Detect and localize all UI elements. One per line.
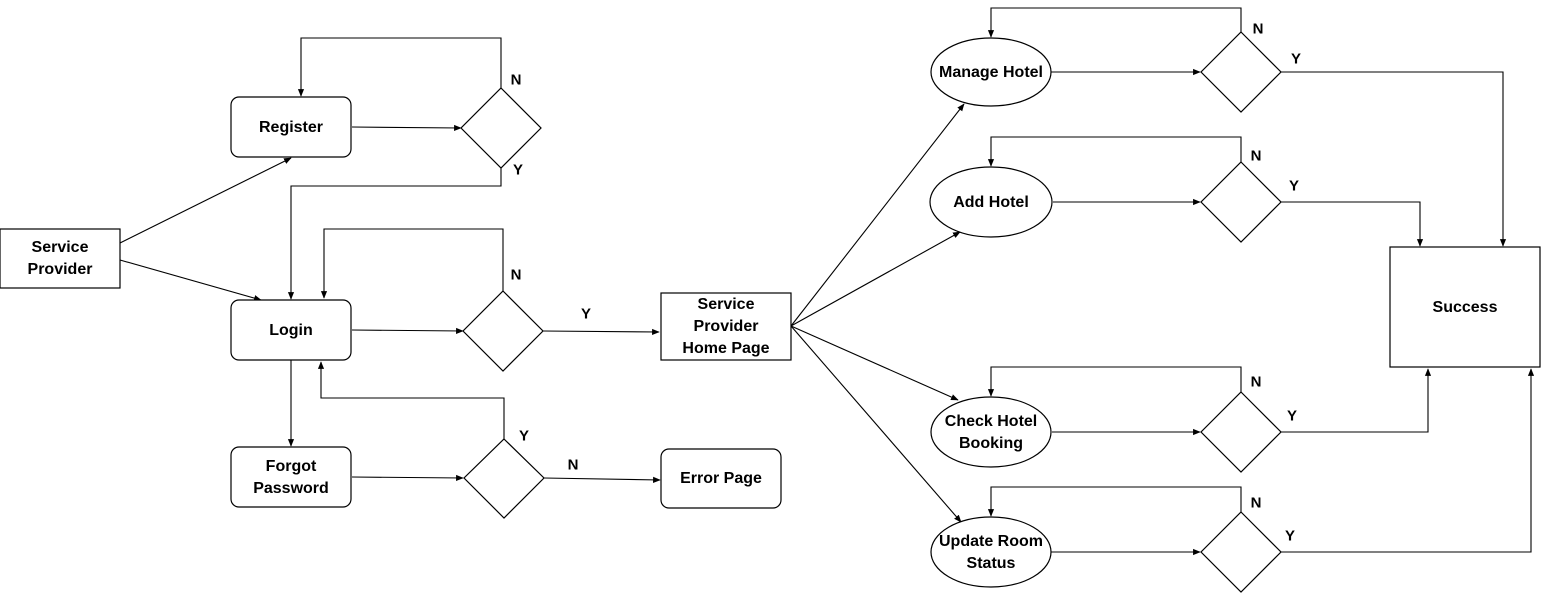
edge-check-y-success xyxy=(1281,368,1432,433)
node-text-line: Service xyxy=(698,296,755,313)
node-text-line: Provider xyxy=(694,318,759,335)
label-register-y: Y xyxy=(513,162,523,179)
edge-register-n-loop xyxy=(297,37,502,97)
label-add-y: Y xyxy=(1289,178,1299,195)
label-register-n: N xyxy=(511,72,522,89)
label-check-n: N xyxy=(1251,374,1262,391)
decision-check xyxy=(1200,391,1282,473)
node-text-line: Status xyxy=(967,555,1016,572)
node-login: Login xyxy=(230,299,352,361)
edge-check-n-loop xyxy=(987,366,1242,397)
node-text-line: Register xyxy=(259,119,323,136)
edge-forgot-y-login xyxy=(317,361,505,439)
node-register-text: Register xyxy=(259,119,323,136)
edge-home-add xyxy=(790,231,961,327)
label-forgot-n: N xyxy=(568,457,579,474)
label-manage-n: N xyxy=(1253,21,1264,38)
node-text-line: Provider xyxy=(28,261,93,278)
node-register: Register xyxy=(230,96,352,158)
node-text-line: Add Hotel xyxy=(953,194,1029,211)
node-text-line: Home Page xyxy=(682,340,769,357)
decision-forgot xyxy=(463,438,545,519)
edges xyxy=(119,7,1535,556)
label-manage-y: Y xyxy=(1291,51,1301,68)
label-update-y: Y xyxy=(1285,528,1295,545)
node-text-line: Forgot xyxy=(266,458,317,475)
edge-update-n-loop xyxy=(987,486,1242,517)
node-error-page: Error Page xyxy=(660,448,782,509)
node-success: Success xyxy=(1389,246,1541,368)
edge-register-decision xyxy=(351,124,462,132)
edge-manage-n-loop xyxy=(987,7,1242,38)
label-update-n: N xyxy=(1251,495,1262,512)
node-text-line: Success xyxy=(1433,299,1498,316)
node-add-hotel: Add Hotel xyxy=(929,166,1053,238)
node-add-hotel-text: Add Hotel xyxy=(953,194,1029,211)
node-text-line: Login xyxy=(269,322,313,339)
node-manage-hotel-text: Manage Hotel xyxy=(939,64,1043,81)
node-manage-hotel: Manage Hotel xyxy=(930,37,1052,107)
edge-provider-register xyxy=(119,157,292,244)
node-error-page-text: Error Page xyxy=(680,470,762,487)
edge-register-y-login xyxy=(287,168,502,300)
edge-add-n-loop xyxy=(987,136,1242,167)
edge-labels: N Y N Y Y N N Y N Y N Y N Y xyxy=(511,21,1301,545)
node-success-text: Success xyxy=(1433,299,1498,316)
edge-home-check xyxy=(790,325,959,401)
node-text-line: Error Page xyxy=(680,470,762,487)
edge-manage-y-success xyxy=(1281,71,1507,247)
label-add-n: N xyxy=(1251,148,1262,165)
edge-update-y-success xyxy=(1281,368,1535,553)
edge-forgot-decision xyxy=(351,474,464,482)
decision-update xyxy=(1200,511,1282,593)
edge-forgot-n-error xyxy=(543,476,661,483)
node-text-line: Update Room xyxy=(939,533,1043,550)
node-text-line: Manage Hotel xyxy=(939,64,1043,81)
node-login-text: Login xyxy=(269,322,313,339)
edge-home-manage xyxy=(790,103,965,327)
decision-login xyxy=(462,290,544,372)
edge-add-y-success xyxy=(1281,201,1424,247)
label-login-n: N xyxy=(511,267,522,284)
node-text-line: Password xyxy=(253,480,329,497)
label-check-y: Y xyxy=(1287,408,1297,425)
node-text-line: Service xyxy=(32,239,89,256)
decision-add xyxy=(1200,161,1282,243)
label-forgot-y: Y xyxy=(519,428,529,445)
edge-home-update xyxy=(790,325,962,523)
edge-login-y-home xyxy=(542,328,660,336)
edge-login-decision xyxy=(351,327,464,335)
edge-login-n-loop xyxy=(320,228,504,299)
label-login-y: Y xyxy=(581,306,591,323)
decision-manage xyxy=(1200,31,1282,113)
edge-provider-login xyxy=(119,259,262,302)
node-text-line: Booking xyxy=(959,435,1023,452)
node-text-line: Check Hotel xyxy=(945,413,1037,430)
decision-register xyxy=(460,87,542,169)
